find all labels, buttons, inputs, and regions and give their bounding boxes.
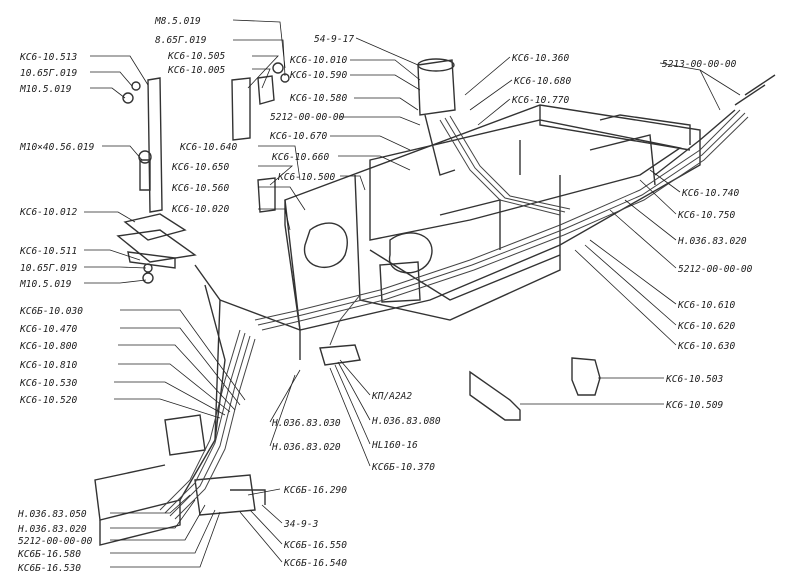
label-ks6-10-660: КС6-10.660 (271, 152, 329, 163)
label-ks6-10-560: КС6-10.560 (171, 183, 229, 194)
label-ks6-10-620: КС6-10.620 (677, 321, 735, 332)
label-ks6-10-680: КС6-10.680 (513, 76, 571, 87)
label-ks6-10-630: КС6-10.630 (677, 341, 735, 352)
label-kp-a2a2: КП/А2А2 (371, 391, 412, 402)
label-34-9-3: 34-9-3 (283, 519, 319, 530)
label-hl160-16: HL160-16 (371, 440, 418, 451)
label-m8-5-019: М8.5.019 (154, 16, 201, 27)
label-5212-c: 5212-00-00-00 (18, 536, 93, 547)
label-ks6-10-503: КС6-10.503 (665, 374, 723, 385)
label-ks6-10-770: КС6-10.770 (511, 95, 569, 106)
label-ks6b-16-550: КС6Б-16.550 (283, 540, 347, 551)
label-ks6-10-360: КС6-10.360 (511, 53, 569, 64)
label-n036-83-020-b: Н.036.83.020 (271, 442, 341, 453)
label-ks6-10-500: КС6-10.500 (277, 172, 335, 183)
label-ks6-10-590: КС6-10.590 (289, 70, 347, 81)
label-n036-83-080: Н.036.83.080 (371, 416, 441, 427)
chassis-frame (94, 58, 776, 546)
label-n036-83-030: Н.036.83.030 (271, 418, 341, 429)
label-10-65g-019-a: 10.65Г.019 (20, 68, 77, 79)
label-ks6-10-513: КС6-10.513 (19, 52, 77, 63)
label-ks6b-16-580: КС6Б-16.580 (17, 549, 81, 560)
label-ks6-10-580: КС6-10.580 (289, 93, 347, 104)
label-ks6-10-640: КС6-10.640 (179, 142, 237, 153)
label-ks6b-16-290: КС6Б-16.290 (283, 485, 347, 496)
label-ks6-10-650: КС6-10.650 (171, 162, 229, 173)
pipe-bundle (159, 109, 749, 520)
label-ks6-10-520: КС6-10.520 (19, 395, 77, 406)
label-ks6-10-470: КС6-10.470 (19, 324, 77, 335)
part-labels: М8.5.019 КС6-10.513 10.65Г.019 М10.5.019… (17, 16, 753, 574)
label-ks6-10-530: КС6-10.530 (19, 378, 77, 389)
label-ks6-10-010: КС6-10.010 (289, 55, 347, 66)
label-ks6b-16-540: КС6Б-16.540 (283, 558, 347, 569)
label-ks6-10-511: КС6-10.511 (19, 246, 77, 257)
label-n036-83-020-a: Н.036.83.020 (677, 236, 747, 247)
label-ks6b-10-370: КС6Б-10.370 (371, 462, 435, 473)
label-ks6-10-670: КС6-10.670 (269, 131, 327, 142)
label-m10-5-019-a: М10.5.019 (19, 84, 72, 95)
label-10-65g-019-b: 10.65Г.019 (20, 263, 77, 274)
label-n036-83-050: Н.036.83.050 (17, 509, 87, 520)
label-ks6-10-800: КС6-10.800 (19, 341, 77, 352)
label-ks6-10-610: КС6-10.610 (677, 300, 735, 311)
label-n036-83-020-c: Н.036.83.020 (17, 524, 87, 535)
label-54-9-17: 54-9-17 (314, 34, 354, 45)
label-ks6-10-509: КС6-10.509 (665, 400, 723, 411)
label-8-65g-019: 8.65Г.019 (155, 35, 207, 46)
label-ks6-10-012: КС6-10.012 (19, 207, 77, 218)
label-ks6-10-740: КС6-10.740 (681, 188, 739, 199)
label-ks6-10-505: КС6-10.505 (167, 51, 225, 62)
label-ks6-10-005: КС6-10.005 (167, 65, 225, 76)
label-ks6-10-020: КС6-10.020 (171, 204, 229, 215)
label-ks6b-16-530: КС6Б-16.530 (17, 563, 81, 574)
label-5212-b: 5212-00-00-00 (678, 264, 753, 275)
label-ks6b-10-030: КС6Б-10.030 (19, 306, 83, 317)
label-5213: 5213-00-00-00 (662, 59, 737, 70)
label-ks6-10-810: КС6-10.810 (19, 360, 77, 371)
label-m10x40-56-019: М10×40.56.019 (19, 142, 95, 153)
label-5212-a: 5212-00-00-00 (270, 112, 345, 123)
label-m10-5-019-b: М10.5.019 (19, 279, 72, 290)
leader-lines (84, 19, 741, 568)
label-ks6-10-750: КС6-10.750 (677, 210, 735, 221)
